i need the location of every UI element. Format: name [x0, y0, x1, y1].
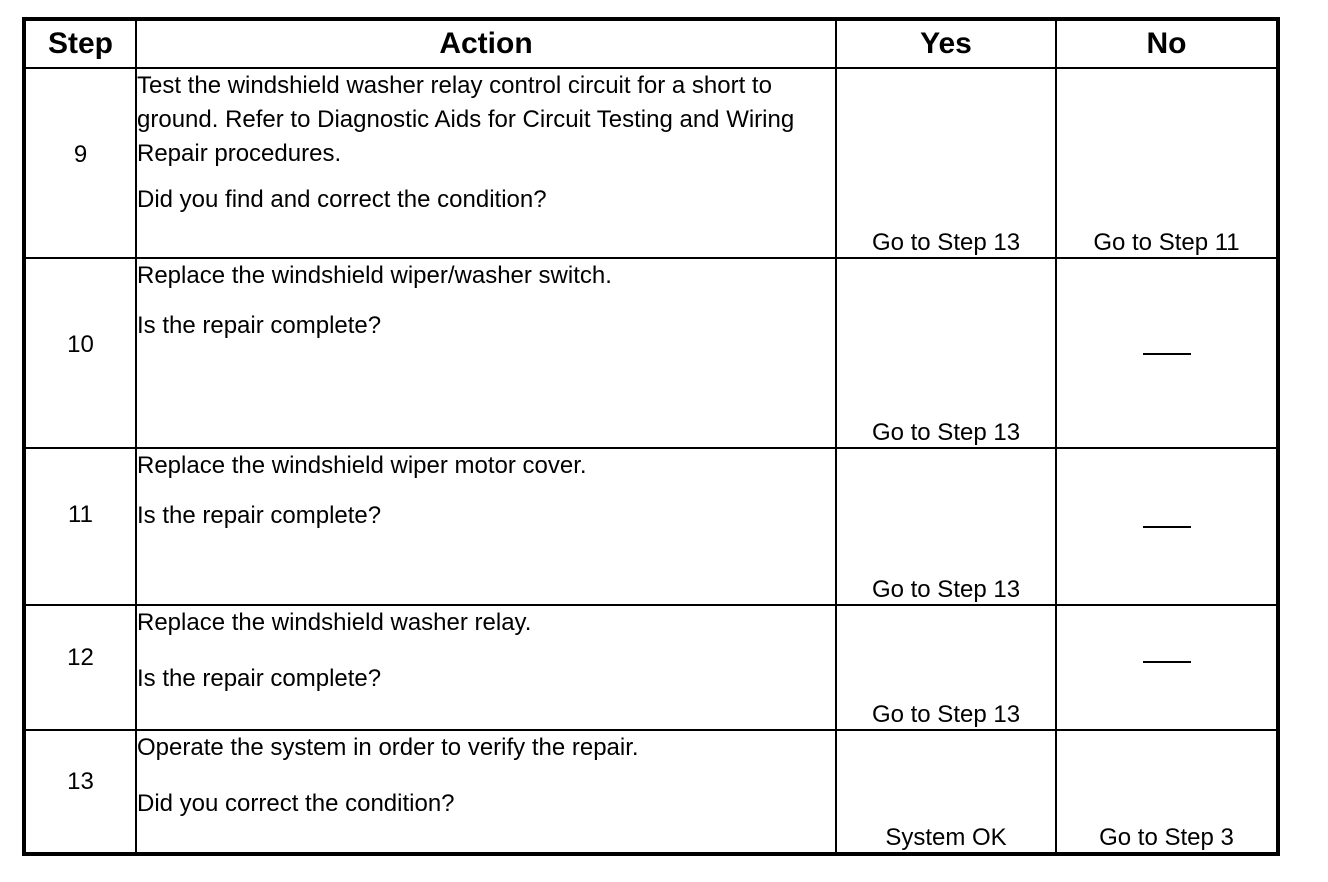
action-text: Replace the windshield washer relay.	[137, 609, 532, 636]
table-row: 13 Operate the system in order to verify…	[23, 729, 1279, 855]
action-cell: Replace the windshield wiper/washer swit…	[135, 257, 837, 449]
table-row: 9 Test the windshield washer relay contr…	[23, 67, 1279, 259]
not-applicable-dash	[1142, 526, 1191, 529]
yes-cell: Go to Step 13	[835, 604, 1057, 731]
table-row: 12 Replace the windshield washer relay. …	[23, 604, 1279, 731]
no-cell: Go to Step 11	[1055, 67, 1279, 259]
action-question: Did you correct the condition?	[137, 790, 455, 817]
step-number: 12	[67, 643, 94, 671]
action-cell: Test the windshield washer relay control…	[135, 67, 837, 259]
action-cell: Operate the system in order to verify th…	[135, 729, 837, 855]
yes-cell: Go to Step 13	[835, 257, 1057, 449]
action-question: Is the repair complete?	[137, 312, 382, 339]
header-no: No	[1055, 18, 1279, 69]
step-number-cell: 10	[23, 257, 137, 449]
yes-cell: System OK	[835, 729, 1057, 855]
not-applicable-dash	[1142, 352, 1191, 355]
not-applicable-dash	[1142, 661, 1191, 664]
step-number: 13	[67, 767, 94, 795]
action-text: Test the windshield washer relay control…	[137, 72, 795, 167]
yes-cell: Go to Step 13	[835, 447, 1057, 606]
action-cell: Replace the windshield washer relay. Is …	[135, 604, 837, 731]
step-number: 11	[68, 500, 93, 528]
yes-cell: Go to Step 13	[835, 67, 1057, 259]
header-yes: Yes	[835, 18, 1057, 69]
no-cell	[1055, 604, 1279, 731]
action-text: Replace the windshield wiper/washer swit…	[137, 262, 612, 289]
action-text: Replace the windshield wiper motor cover…	[137, 452, 587, 479]
header-action: Action	[135, 18, 837, 69]
header-step: Step	[23, 18, 137, 69]
action-question: Is the repair complete?	[137, 502, 382, 529]
header-row: Step Action Yes No	[23, 18, 1279, 69]
diagnostic-steps-table: Step Action Yes No 9 Test the windshield…	[22, 17, 1280, 856]
step-number: 9	[73, 141, 88, 168]
step-number-cell: 11	[23, 447, 137, 606]
action-question: Did you find and correct the condition?	[137, 186, 547, 213]
table-row: 10 Replace the windshield wiper/washer s…	[23, 257, 1279, 449]
action-question: Is the repair complete?	[137, 665, 382, 692]
step-number: 10	[67, 331, 94, 358]
no-cell	[1055, 257, 1279, 449]
step-number-cell: 13	[23, 729, 137, 855]
table-row: 11 Replace the windshield wiper motor co…	[23, 447, 1279, 606]
step-number-cell: 9	[23, 67, 137, 259]
step-number-cell: 12	[23, 604, 137, 731]
action-cell: Replace the windshield wiper motor cover…	[135, 447, 837, 606]
no-cell	[1055, 447, 1279, 606]
no-cell: Go to Step 3	[1055, 729, 1279, 855]
action-text: Operate the system in order to verify th…	[137, 734, 639, 761]
